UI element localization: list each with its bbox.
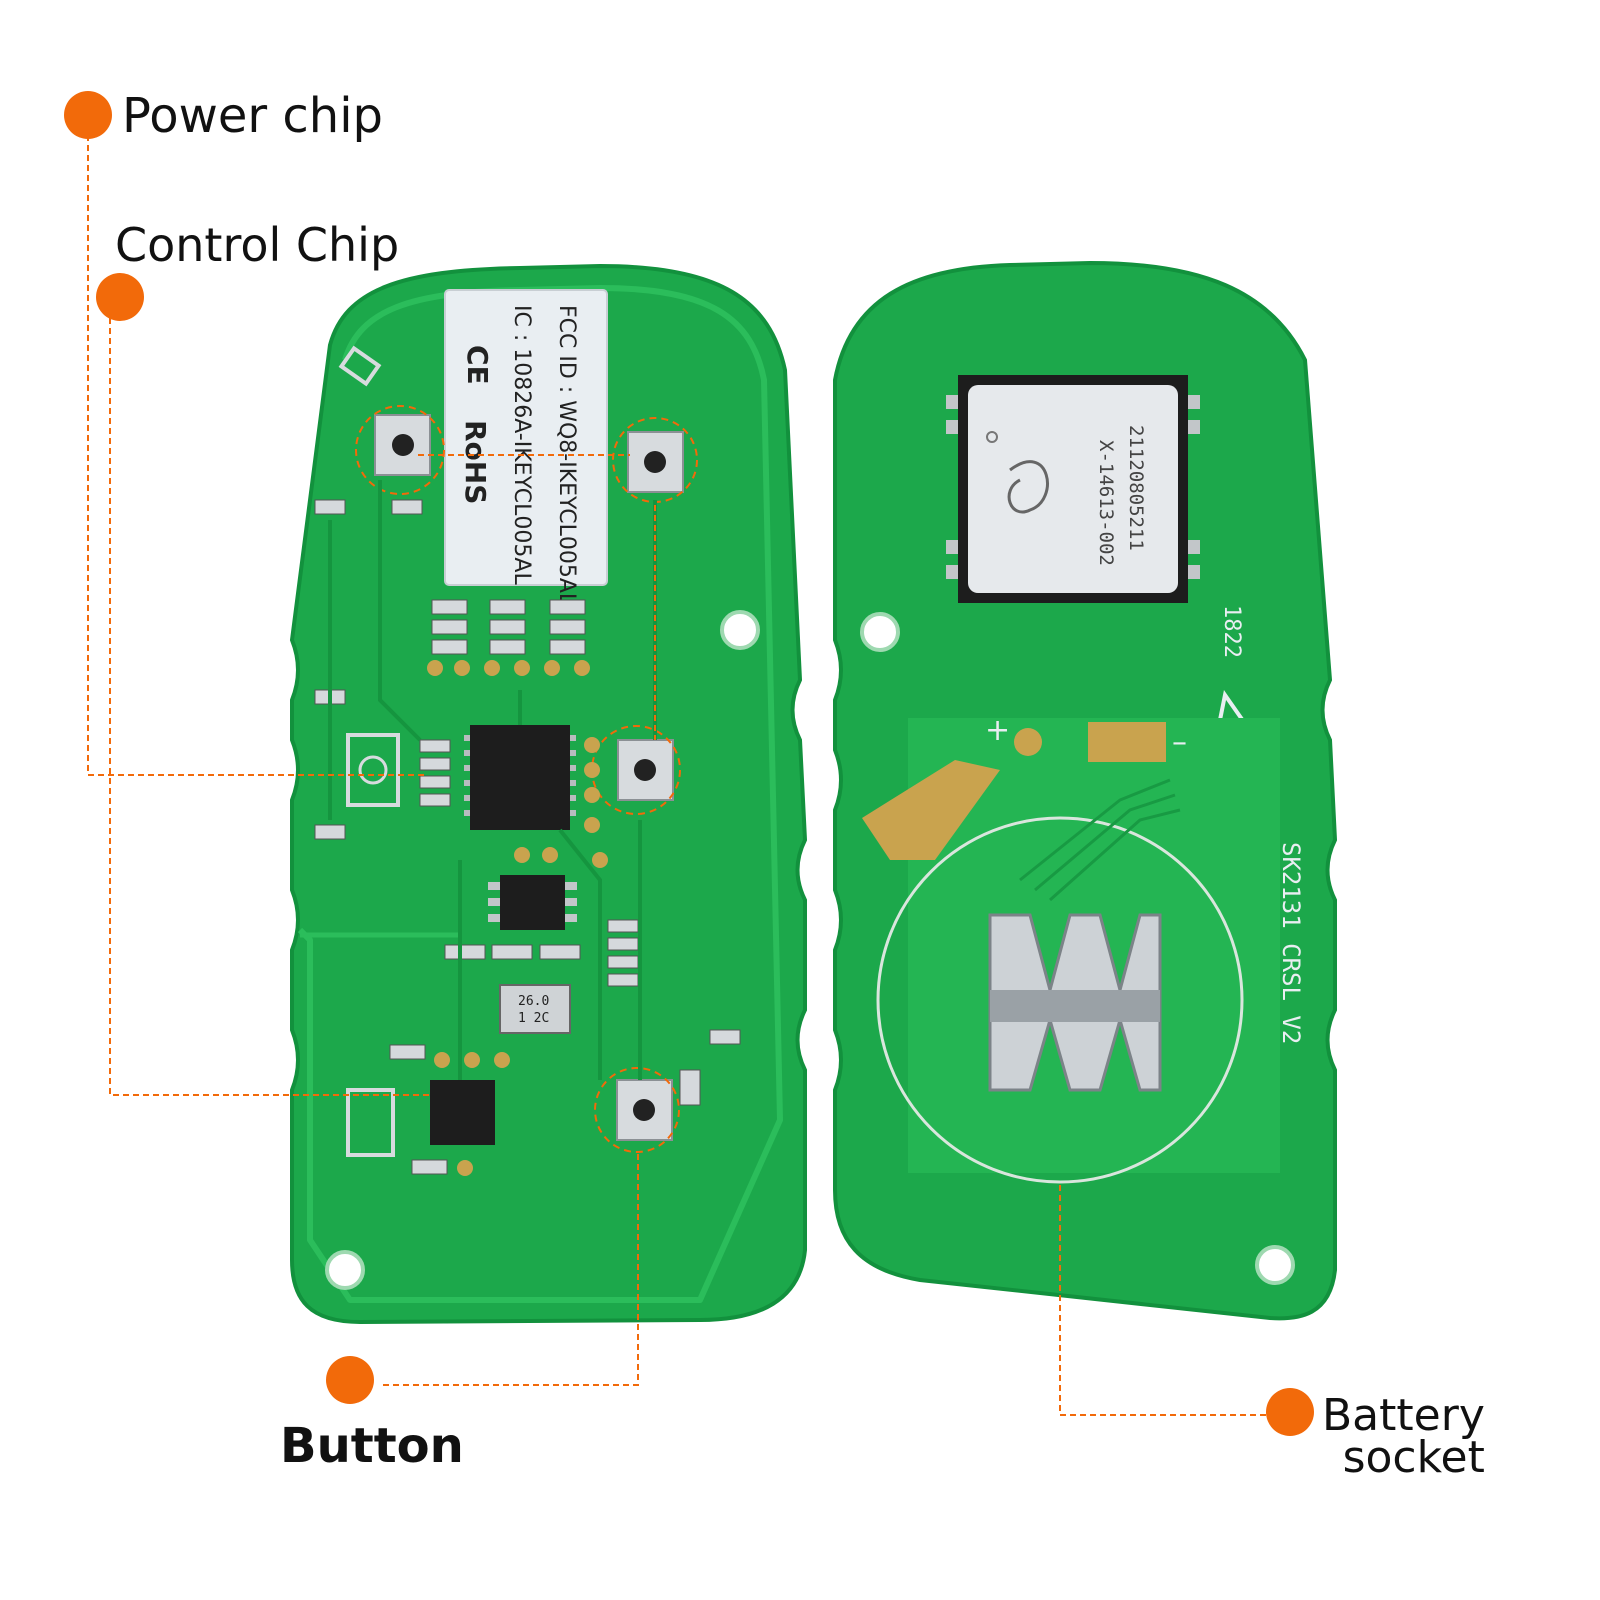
callout-label-button: Button <box>280 1418 464 1474</box>
fcc-sticker <box>444 289 608 586</box>
fcc-id-text: FCC ID : WQ8-IKEYCL005AL <box>554 305 579 606</box>
callout-label-battery-line1: Battery <box>1322 1390 1485 1441</box>
chip-code-text: 21120805211 <box>1125 425 1147 551</box>
mount-hole <box>1255 1245 1295 1285</box>
ce-mark: CE <box>461 345 494 385</box>
mount-hole <box>720 610 760 650</box>
mount-hole <box>860 612 900 652</box>
battery-spring-contact <box>988 913 1162 1092</box>
callout-label-control-chip: Control Chip <box>115 218 400 272</box>
callout-lines <box>87 135 1290 1416</box>
brand-logo-icon <box>1007 460 1049 514</box>
crystal-text: 26.0 <box>518 994 549 1009</box>
mount-hole <box>325 1250 365 1290</box>
callout-dot-battery-socket <box>1266 1388 1314 1436</box>
callout-label-battery-socket: Battery socket <box>1322 1390 1485 1483</box>
callout-label-battery-line2: socket <box>1342 1432 1485 1483</box>
callout-label-power-chip: Power chip <box>122 88 383 144</box>
callout-dot-power-chip <box>64 91 112 139</box>
back-board: X-14613-002 21120805211 1822 SK2131_CRSL… <box>833 260 1338 1321</box>
crystal-text: 1 2C <box>518 1011 549 1026</box>
callout-dot-control-chip <box>96 273 144 321</box>
tactile-button <box>616 1079 673 1141</box>
front-board: FCC ID : WQ8-IKEYCL005AL IC : 10826A-IKE… <box>289 263 808 1325</box>
power-chip <box>430 1080 495 1145</box>
board-name-text: SK2131_CRSL_V2 <box>1277 842 1305 1044</box>
minus-sign: – <box>1172 725 1187 760</box>
date-code-text: 1822 <box>1219 605 1244 658</box>
battery-outline <box>876 816 1244 1184</box>
callout-dot-button <box>326 1356 374 1404</box>
tactile-button <box>627 431 684 493</box>
tactile-button <box>374 414 431 476</box>
control-chip <box>470 725 570 830</box>
tactile-button <box>617 739 674 801</box>
chip-code-text: X-14613-002 <box>1095 440 1117 566</box>
plus-sign: + <box>985 713 1010 748</box>
ic-id-text: IC : 10826A-IKEYCL005AL <box>509 305 534 585</box>
rohs-mark: RoHS <box>459 420 492 504</box>
crystal <box>499 984 571 1034</box>
